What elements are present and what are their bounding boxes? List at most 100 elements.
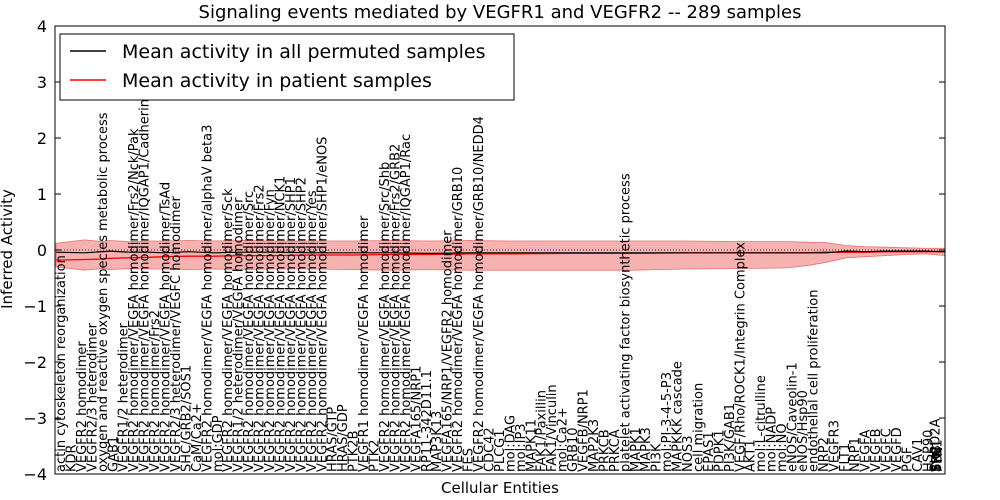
entity-label: NRP2 [817, 437, 832, 472]
entity-label: YES1 [930, 439, 945, 473]
entity-label: SH2D2A [929, 418, 944, 472]
permuted-mean-line [55, 250, 946, 255]
entity-label: RP11-342D11.1 [420, 370, 435, 472]
entity-label: VEGFR1/2 heterodimer [117, 322, 132, 472]
entity-label: FAK1/Vinculin [545, 384, 560, 472]
entity-label: FLT1 [838, 443, 853, 472]
entity-label: VEGFR2 homodimer/VEGFA homodimer/Yes [305, 190, 320, 472]
entity-label: FAK1/Paxillin [535, 390, 550, 472]
entity-label: VEGFA165/NRP1 [409, 366, 424, 472]
entity-label: FES [462, 448, 477, 472]
entity-label: VEGFR1 homodimer/VEGFA homodimer [357, 215, 372, 472]
entity-label: GAB1 [106, 436, 121, 472]
entity-label: NOS3 [681, 436, 696, 472]
entity-label: eNOS/Hsp90 [796, 390, 811, 472]
entity-label: oxygen and reactive oxygen species metab… [96, 112, 111, 472]
entity-label: VEGFR2 homodimer/VEGFA homodimer/NCK1 [273, 176, 288, 472]
entity-label: mol:L-citrulline [754, 375, 769, 472]
entity-label: AKT1 [744, 439, 759, 472]
entity-label: mol:IP3 [514, 423, 529, 472]
y-tick-label: 1 [37, 185, 47, 204]
entity-label: VEGFR1/2 heterodimer/VEGFA homodimer [232, 197, 247, 472]
entity-label: VEGFR2/3 heterodimer [85, 322, 100, 472]
entity-label: VEGFR2 homodimer/VEGFA homodimer/Src [242, 191, 257, 472]
entity-label: mol:DAG [503, 415, 518, 472]
entity-label: VEGFR2 homodimer/VEGFA homodimer/SHP1/eN… [315, 137, 330, 472]
entity-label: HRAS/GTP [326, 407, 341, 472]
entity-label: PDPK1 [712, 430, 727, 473]
x-entity-labels: actin cytoskeleton reorganizationKDRVEGF… [54, 99, 946, 473]
entity-label: HRAS/GDP [336, 404, 351, 472]
entity-label: VEGFR2 homodimer/VEGFA homodimer/SHP1 [284, 177, 299, 472]
entity-label: VEGFR2 homodimer/VEGFA homodimer/Frs2/Nc… [127, 128, 142, 472]
entity-label: PTK2B [347, 431, 362, 473]
entity-label: VEGFB/NRP1 [577, 389, 592, 472]
entity-label: endothelial cell proliferation [806, 290, 821, 473]
entity-label: mol:NO [775, 423, 790, 472]
entity-label: SRC [930, 446, 945, 472]
entity-label: VEGFB [869, 428, 884, 472]
x-axis-label: Cellular Entities [441, 479, 559, 497]
y-tick-label: 0 [37, 241, 47, 260]
entity-label: CDC42 [482, 427, 497, 472]
entity-label: VEGFR2/3 heterodimer/VEGFC homodimer [169, 195, 184, 472]
entity-label: MAP3K13 [430, 411, 445, 472]
entity-label: PGF [900, 447, 915, 472]
entity-label: VEGFR2 homodimer/VEGFA homodimer/Frs2/GR… [388, 144, 403, 472]
entity-label: VEGFR2 homodimer/VEGFA homodimer/IQGAP1/… [138, 99, 153, 472]
entity-label: PTK2 [368, 439, 383, 472]
entity-label: cell migration [691, 383, 706, 472]
y-tick-label: −3 [23, 409, 47, 428]
legend-patient-label: Mean activity in patient samples [122, 70, 432, 92]
y-tick-label: 3 [37, 73, 47, 92]
entity-label: EPAS1 [702, 431, 717, 472]
entity-label: MAPKKK cascade [671, 361, 686, 472]
entity-label: VEGFR2 homodimer/VEGFA homodimer/GRB10/N… [472, 116, 487, 472]
y-tick-label: −2 [23, 353, 47, 372]
entity-label: SHC/GRB2/SOS1 [179, 365, 194, 472]
entity-label: VEGFC [880, 428, 895, 472]
entity-label: actin cytoskeleton reorganization [54, 255, 69, 472]
entity-label: VEGFR2 homodimer/VEGFA homodimer/GRB10 [451, 167, 466, 472]
entity-label: SHB [929, 445, 944, 472]
legend-box [59, 33, 515, 101]
entity-label: VEGFA [859, 430, 874, 472]
entity-label: MAPK1 [629, 427, 644, 472]
entity-label: MAPK11 [524, 419, 539, 472]
y-tick-label: −1 [23, 297, 47, 316]
entity-label: CaM/Ca2+ [190, 403, 205, 472]
entity-label: CAV1 [911, 438, 926, 472]
patient-mean-line [55, 251, 945, 261]
entity-label: VEGFR2 homodimer/VEGFA homodimer/Src/Shb [378, 162, 393, 472]
entity-label: VEGFR2 homodimer [75, 341, 90, 472]
entity-label: VEGFR2 homodimer/VEGFA homodimer/SHP2 [294, 177, 309, 472]
entity-label: PI3K/GAB1 [723, 403, 738, 472]
entity-label: HSP90 [921, 430, 936, 472]
legend: Mean activity in all permuted samples Me… [59, 33, 515, 101]
y-axis-label: Inferred Activity [0, 189, 16, 309]
y-tick-label: 4 [37, 17, 47, 36]
entity-label: mol:NADP [765, 407, 780, 472]
entity-label: eNOS/Caveolin-1 [786, 362, 801, 472]
entity-label: PLCG1 [493, 429, 508, 472]
entity-label: MAP2K3 [587, 419, 602, 472]
entity-label: platelet activating factor biosynthetic … [618, 173, 633, 472]
entity-label: VEGFR2 homodimer/VEGFA homodimer/Frs2 [253, 184, 268, 472]
entity-label: VEGFR2 homodimer/VEGFA homodimer/alphaV … [200, 125, 215, 472]
entity-label: GRB10 [566, 427, 581, 472]
entity-label: PRKCA [608, 429, 623, 472]
legend-permuted-label: Mean activity in all permuted samples [122, 41, 485, 63]
entity-label: VEGFR3 [827, 420, 842, 472]
entity-label: MAPK3 [639, 427, 654, 472]
entity-label: VEGFR2 homodimer/VEGFA homodimer/Sck [221, 188, 236, 472]
entity-label: VEGFR2 homodimer/Frs2 [148, 310, 163, 472]
y-tick-label: −4 [23, 465, 47, 484]
entity-label: PI3K [650, 443, 665, 472]
entity-label: VEGFR2 homodimer/VEGFA homodimer/TsAd [159, 182, 174, 472]
entity-label: VEGF/Rho/ROCK1/Integrin Complex [733, 242, 748, 472]
entity-label: VEGFA165/NRP1/VEGFR2 homodimer [441, 230, 456, 472]
entity-label: VEGFR2 homodimer/VEGFA homodimer/Fyn [263, 189, 278, 472]
entity-label: mol:Ca2+ [556, 407, 571, 472]
